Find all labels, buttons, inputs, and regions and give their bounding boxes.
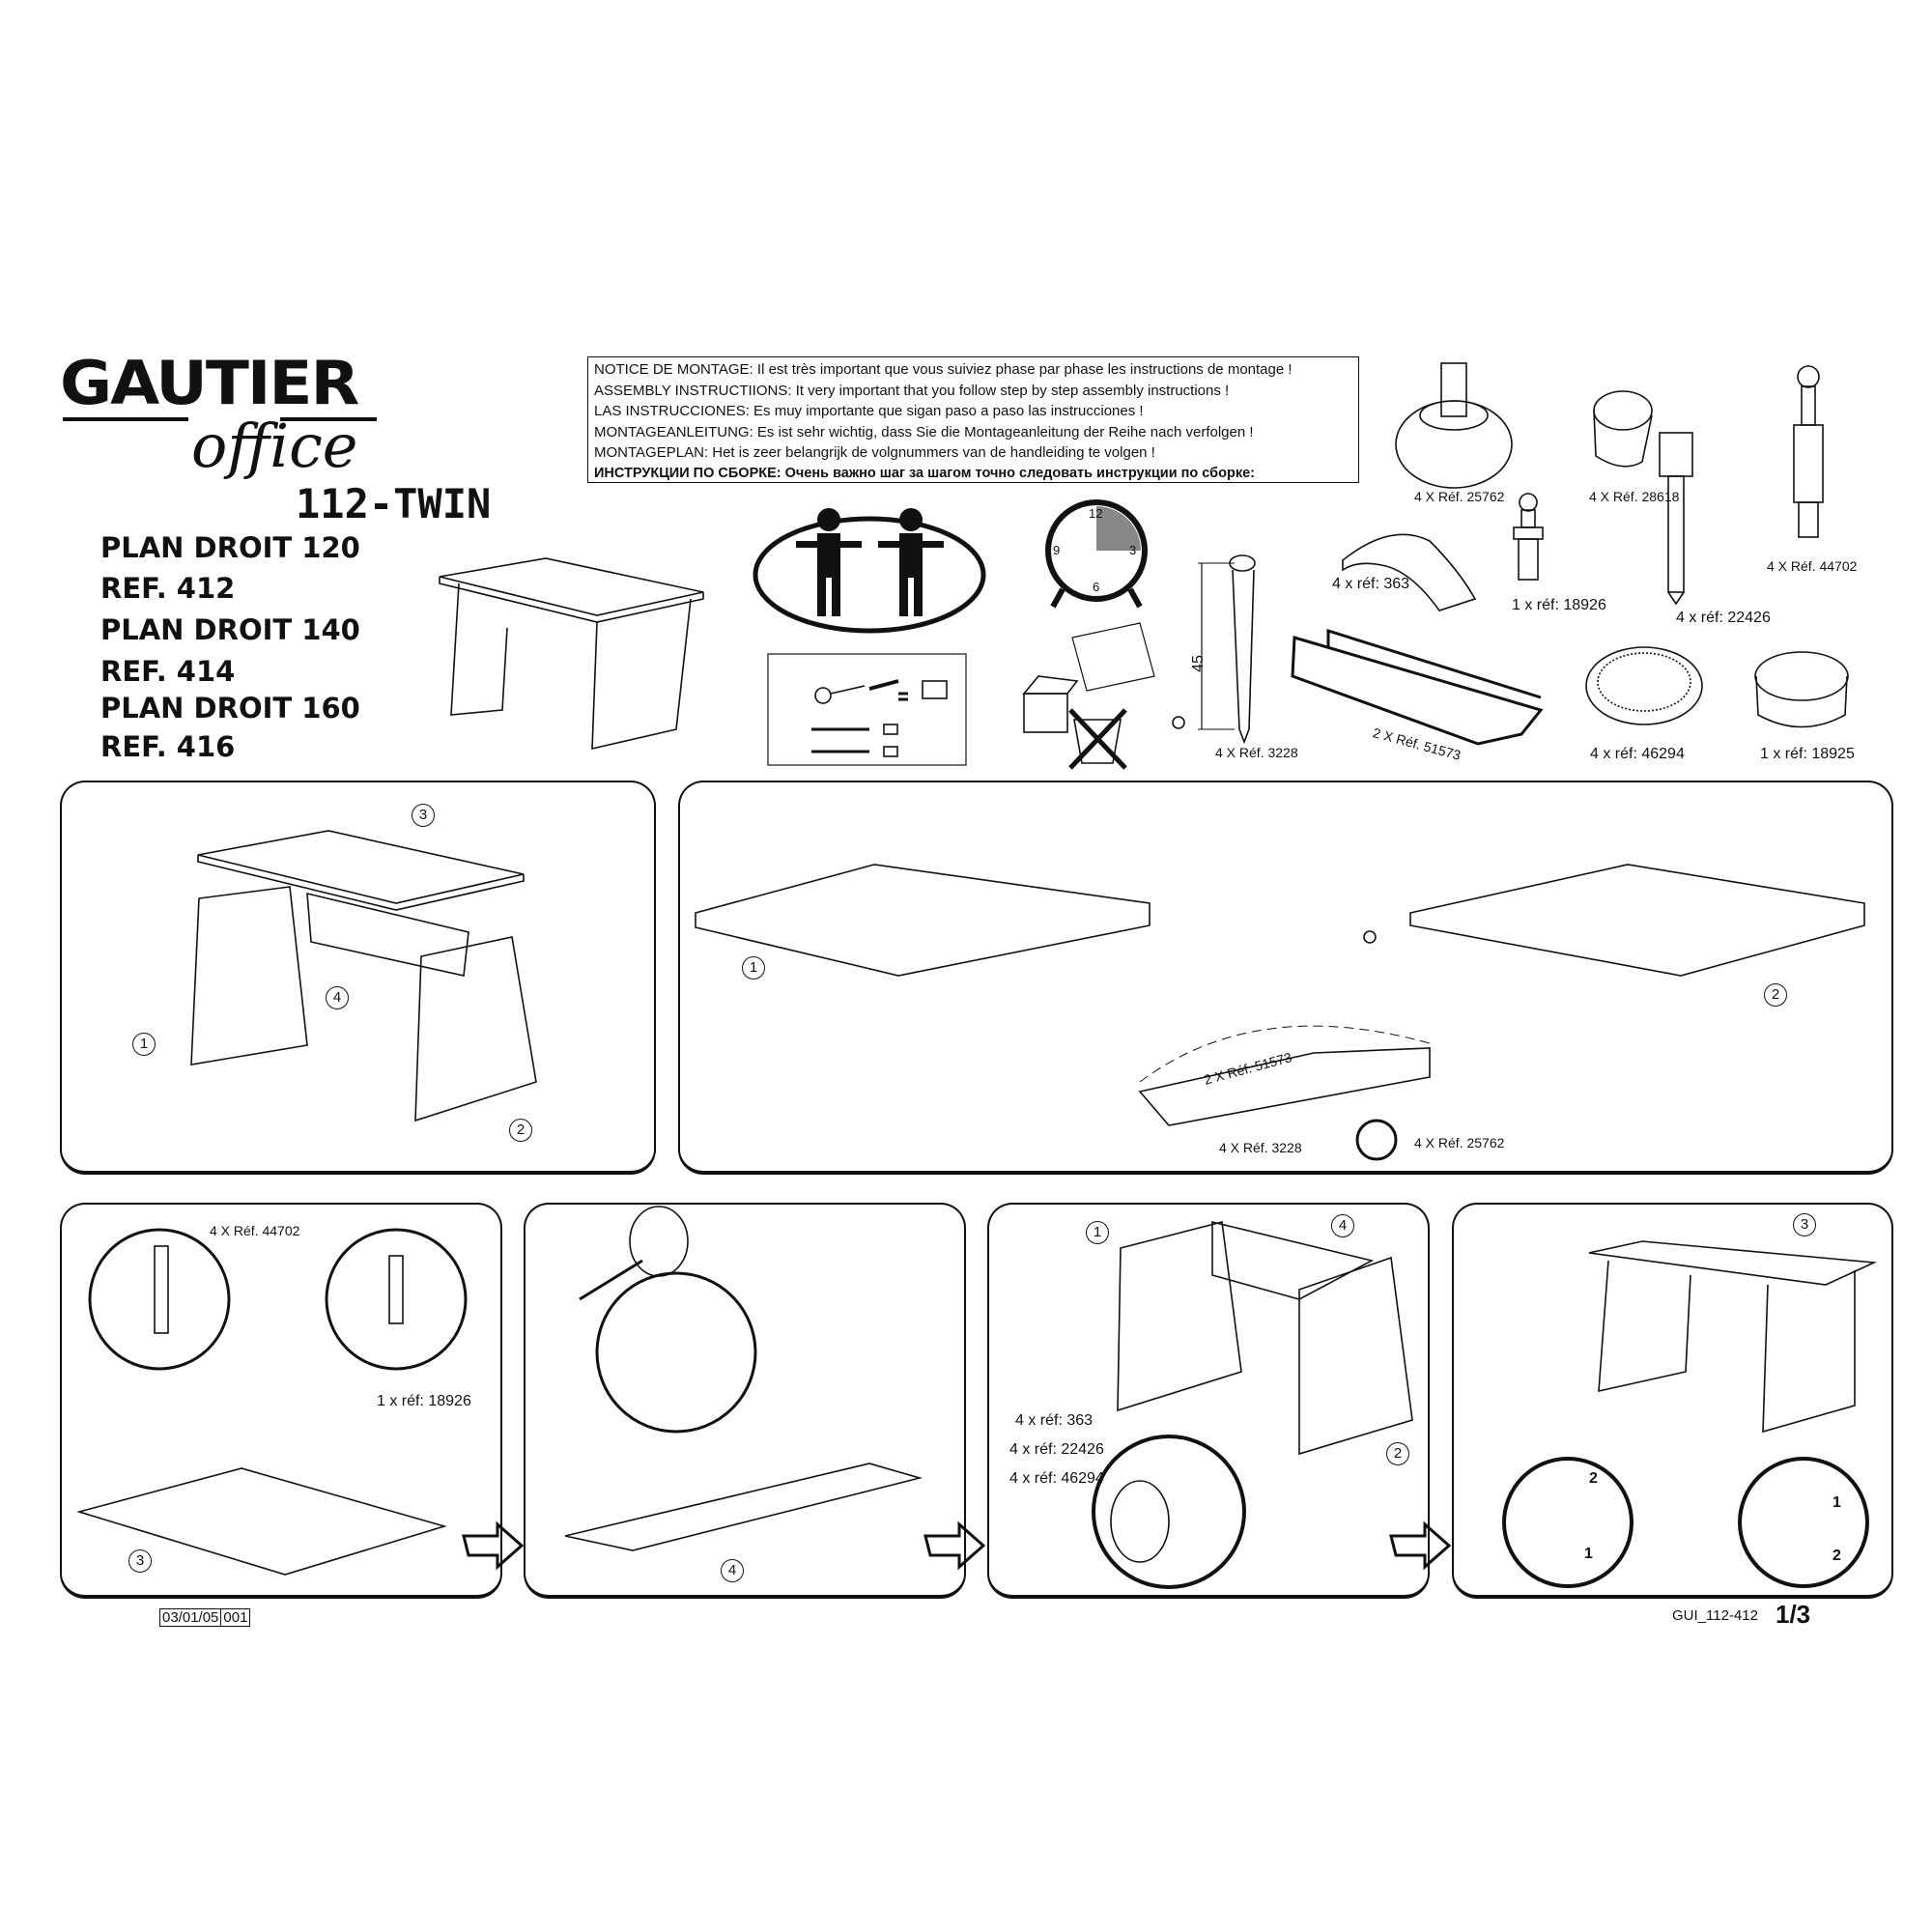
hardware-label-3228: 4 X Réf. 3228 [1215,745,1298,760]
part-callout: 2 [1386,1442,1409,1465]
detail-mark: 2 [1589,1470,1598,1487]
hardware-label-25762: 4 X Réf. 25762 [1414,489,1505,504]
hardware-label-28618: 4 X Réf. 28618 [1589,489,1680,504]
hardware-label-46294: 4 x réf: 46294 [1590,746,1685,762]
detail-mark: 1 [1833,1494,1841,1511]
notice-nl: MONTAGEPLAN: Het is zeer belangrijk de v… [594,444,1155,462]
leveler-25762-drawing [1395,362,1513,489]
variant-line: REF. 412 [100,572,236,605]
notice-en: ASSEMBLY INSTRUCTIIONS: It very importan… [594,382,1230,399]
part-callout: 3 [1793,1213,1816,1236]
dowel-18926-drawing [1513,493,1544,581]
bolt-22426-drawing [1659,432,1693,606]
clock-numeral: 6 [1093,580,1100,594]
detail-mark: 1 [1584,1546,1593,1562]
logo-rule-right [280,417,377,421]
part-callout: 3 [128,1549,152,1573]
part-callout: 3 [412,804,435,827]
step-6-panel [1452,1203,1893,1599]
step-4-panel [524,1203,966,1599]
connector-44702-drawing [1793,365,1824,538]
clip-363-drawing [1342,533,1477,611]
brand-logo: GAUTIER [60,347,359,419]
step1-exploded-drawing [190,830,537,1122]
clock-icon [1045,499,1148,609]
hardware-label-22426: 4 x réf: 22426 [1676,610,1771,626]
step5-label-363: 4 x réf: 363 [1015,1412,1094,1429]
step3-label-44702: 4 X Réf. 44702 [210,1223,300,1238]
variant-line: PLAN DROIT 120 [100,531,360,564]
cam-18925-drawing [1754,651,1849,728]
part-callout: 2 [509,1119,532,1142]
notice-de: MONTAGEANLEITUNG: Es ist sehr wichtig, d… [594,423,1254,440]
hardware-label-18925: 1 x réf: 18925 [1760,746,1855,762]
variant-line: PLAN DROIT 160 [100,692,360,724]
step-5-panel [987,1203,1430,1599]
revision-date: 03/01/05 [162,1609,219,1626]
notice-ru: ИНСТРУКЦИИ ПО СБОРКЕ: Очень важно шаг за… [594,465,1255,481]
two-persons-icon [753,508,986,634]
rail-51573-drawing [1291,628,1544,746]
variant-line: PLAN DROIT 140 [100,613,360,646]
brand-sub: office [191,411,358,481]
model-title: 112-TWIN [296,480,492,527]
notice-es: LAS INSTRUCCIONES: Es muy importante que… [594,403,1144,420]
clock-numeral: 9 [1053,543,1061,557]
cap-46294-drawing [1585,646,1703,725]
step3-label-18926: 1 x réf: 18926 [377,1393,471,1409]
step3-drawing [76,1228,468,1576]
step2-label-25762: 4 X Réf. 25762 [1414,1135,1505,1151]
step6-drawing [1502,1240,1878,1588]
revision-code: 001 [220,1609,249,1626]
step5-label-22426: 4 x réf: 22426 [1009,1441,1104,1458]
part-callout: 2 [1764,983,1787,1007]
hardware-label-18926: 1 x réf: 18926 [1512,597,1606,613]
tools-required-icon [767,653,967,766]
part-callout: 4 [326,986,349,1009]
step2-label-3228: 4 X Réf. 3228 [1219,1140,1302,1155]
step5-drawing [1092,1220,1413,1589]
step-2-panel [678,781,1893,1175]
screw-length-dimension: 45 [1189,655,1207,672]
hardware-label-363: 4 x réf: 363 [1332,576,1410,592]
step2-frame-drawing [695,716,1865,1161]
next-step-arrows [462,1520,1452,1571]
page-number: 1/3 [1776,1600,1811,1629]
clock-numeral: 3 [1129,543,1137,557]
part-callout: 1 [742,956,765,980]
desk-overview-drawing [439,557,704,751]
step4-drawing [564,1206,923,1551]
variant-line: REF. 414 [100,655,236,688]
step5-label-46294: 4 x réf: 46294 [1009,1470,1104,1487]
logo-rule-left [63,417,188,421]
step-1-panel [60,781,656,1175]
part-callout: 1 [132,1033,156,1056]
revision-box: 03/01/05 001 [159,1608,251,1627]
part-callout: 1 [1086,1221,1109,1244]
dispose-packaging-icon [1022,622,1155,770]
assembly-notice-box: NOTICE DE MONTAGE: Il est très important… [587,356,1359,483]
notice-fr: NOTICE DE MONTAGE: Il est très important… [594,361,1293,378]
step-3-panel [60,1203,502,1599]
part-callout: 4 [721,1559,744,1582]
part-callout: 4 [1331,1214,1354,1237]
variant-line: REF. 416 [100,730,236,763]
clock-numeral: 12 [1089,506,1103,521]
detail-mark: 2 [1833,1548,1841,1564]
document-code: GUI_112-412 [1672,1607,1758,1624]
screw-3228-drawing [1198,554,1256,745]
hardware-label-44702: 4 X Réf. 44702 [1767,558,1858,574]
cam-28618-drawing [1593,390,1653,468]
